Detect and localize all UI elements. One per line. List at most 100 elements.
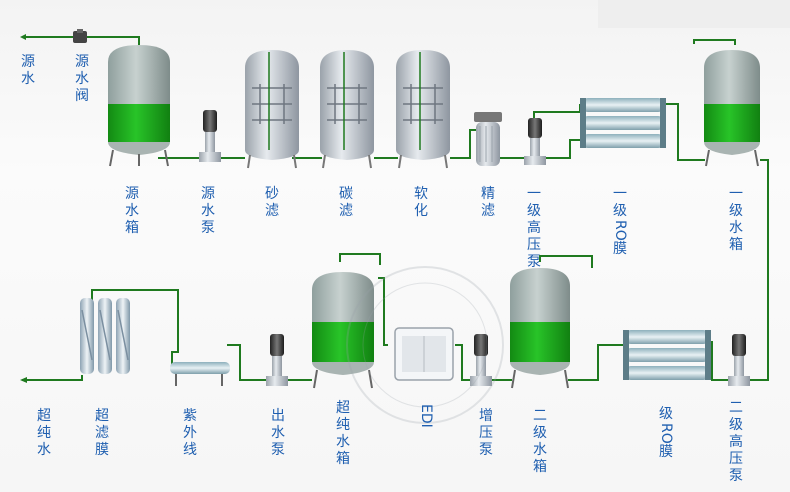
label-glyph: 泵	[271, 442, 285, 458]
ultrapure-outlet-arrow-icon	[20, 377, 27, 383]
booster-pump[interactable]	[470, 334, 492, 386]
label-carbon-filter: 碳滤	[338, 186, 354, 220]
stage1-high-pressure-pump[interactable]	[524, 118, 546, 165]
label-precision-filter: 精滤	[480, 186, 496, 220]
label-glyph: 级	[729, 203, 743, 219]
label-glyph: 纯	[336, 417, 350, 433]
label-glyph: 水	[37, 442, 51, 458]
sand-filter[interactable]	[245, 50, 299, 169]
label-source-water: 源水	[20, 54, 36, 88]
label-glyph: 滤	[481, 203, 495, 219]
label-softener: 软化	[413, 186, 429, 220]
label-glyph: 压	[527, 237, 541, 253]
label-glyph: 箱	[336, 451, 350, 467]
label-source-valve: 源水阀	[74, 54, 90, 105]
label-glyph: 压	[479, 425, 493, 441]
label-glyph: 膜	[613, 240, 627, 257]
label-glyph: 化	[414, 203, 428, 219]
label-glyph: 水	[271, 425, 285, 441]
source-inlet-arrow-icon	[20, 34, 26, 40]
stage2-ro-membrane[interactable]	[623, 330, 711, 380]
label-glyph: 源	[21, 54, 35, 70]
label-glyph: 二	[729, 400, 743, 416]
raw-water-pump[interactable]	[199, 110, 221, 162]
label-outlet-pump: 出水泵	[270, 408, 286, 459]
label-glyph: 箱	[125, 220, 139, 236]
stage2-water-tank[interactable]	[510, 268, 570, 389]
carbon-filter[interactable]	[320, 50, 374, 169]
label-glyph: 二	[533, 408, 547, 424]
label-glyph: 级	[613, 203, 627, 219]
source-valve-icon[interactable]	[73, 29, 87, 43]
label-edi: EDI	[418, 404, 434, 428]
label-glyph: 超	[37, 408, 51, 424]
outlet-pump[interactable]	[266, 334, 288, 386]
label-glyph: 砂	[265, 186, 279, 202]
label-glyph: 水	[201, 203, 215, 219]
ultrafiltration-membrane[interactable]	[80, 298, 130, 374]
label-glyph: 水	[75, 71, 89, 87]
label-glyph: 源	[201, 186, 215, 202]
label-glyph: EDI	[418, 404, 434, 428]
label-glyph: 精	[481, 186, 495, 202]
label-glyph: RO	[658, 423, 674, 444]
label-glyph: 箱	[729, 237, 743, 253]
label-glyph: RO	[612, 220, 628, 241]
label-glyph: 出	[271, 408, 285, 424]
label-raw-pump: 源水泵	[200, 186, 216, 237]
label-glyph: 紫	[183, 408, 197, 424]
label-glyph: 超	[95, 408, 109, 424]
label-glyph: 膜	[659, 443, 673, 460]
label-glyph: 滤	[95, 425, 109, 441]
background-panel-right	[598, 0, 790, 28]
label-stage1-hp-pump: 一级高压泵	[526, 186, 542, 271]
label-stage2-tank: 二级水箱	[532, 408, 548, 476]
label-glyph: 外	[183, 425, 197, 441]
label-glyph: 水	[729, 220, 743, 236]
label-glyph: 水	[125, 203, 139, 219]
label-glyph: 级	[533, 425, 547, 441]
label-stage1-tank: 一级水箱	[728, 186, 744, 254]
raw-water-tank[interactable]	[108, 45, 170, 167]
label-glyph: 阀	[75, 88, 89, 104]
label-glyph: 箱	[533, 459, 547, 475]
label-glyph: 膜	[95, 442, 109, 458]
label-glyph: 碳	[339, 186, 353, 202]
stage1-water-tank[interactable]	[704, 50, 760, 167]
label-uf-membrane: 超滤膜	[94, 408, 110, 459]
label-glyph: 泵	[479, 442, 493, 458]
label-glyph: 泵	[729, 468, 743, 484]
label-glyph: 源	[125, 186, 139, 202]
edi-module[interactable]	[394, 327, 454, 381]
uv-sterilizer[interactable]	[170, 362, 230, 386]
label-glyph: 高	[527, 220, 541, 236]
label-raw-tank: 源水箱	[124, 186, 140, 237]
label-sand-filter: 砂滤	[264, 186, 280, 220]
label-glyph: 软	[414, 186, 428, 202]
label-stage2-hp-pump: 二级高压泵	[728, 400, 744, 485]
stage2-high-pressure-pump[interactable]	[728, 334, 750, 386]
stage1-ro-membrane[interactable]	[580, 98, 666, 148]
label-glyph: 高	[729, 434, 743, 450]
label-glyph: 泵	[201, 220, 215, 236]
label-glyph: 滤	[265, 203, 279, 219]
label-glyph: 级	[659, 406, 673, 422]
ultrapure-water-tank[interactable]	[312, 272, 374, 389]
softener[interactable]	[396, 50, 450, 169]
label-glyph: 超	[336, 400, 350, 416]
label-glyph: 级	[527, 203, 541, 219]
label-glyph: 水	[533, 442, 547, 458]
label-glyph: 水	[336, 434, 350, 450]
watermark-seal	[346, 266, 504, 424]
label-glyph: 纯	[37, 425, 51, 441]
label-glyph: 增	[479, 408, 493, 424]
label-glyph: 线	[183, 442, 197, 458]
label-uv-sterilizer: 紫外线	[182, 408, 198, 459]
label-ultrapure-tank: 超纯水箱	[335, 400, 351, 468]
label-glyph: 级	[729, 417, 743, 433]
label-glyph: 泵	[527, 254, 541, 270]
label-booster-pump: 增压泵	[478, 408, 494, 459]
precision-filter[interactable]	[474, 112, 502, 166]
